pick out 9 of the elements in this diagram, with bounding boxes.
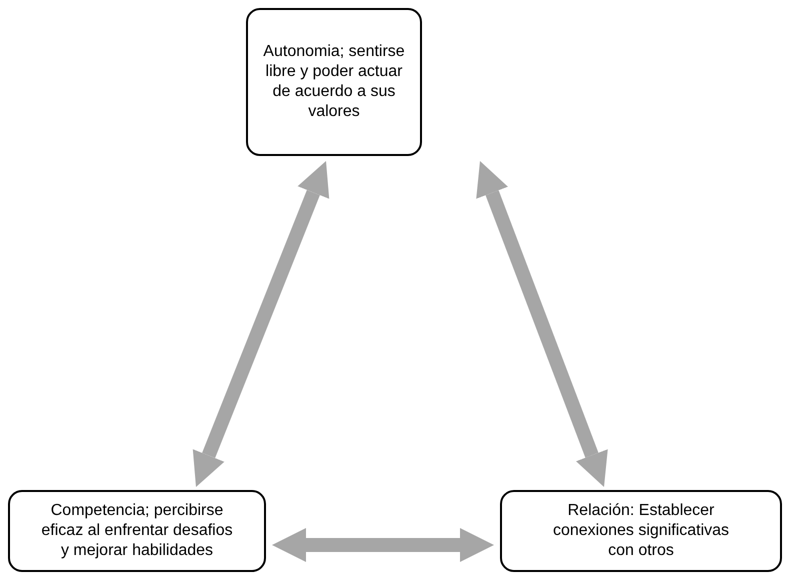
- rounded-box: [246, 8, 422, 156]
- node-text: Relación: Establecer conexiones significativas con otros: [552, 501, 730, 561]
- rounded-box: [8, 490, 266, 572]
- double-arrow: [272, 528, 494, 562]
- rounded-box: [500, 490, 782, 572]
- double-arrow: [192, 161, 330, 487]
- double-arrow: [476, 161, 608, 487]
- node-text: Autonomia; sentirse libre y poder actuar de acuerdo a sus valores: [262, 42, 406, 122]
- node-text: Competencia; percibirse eficaz al enfrentar desafios y mejorar habilidades: [40, 501, 234, 561]
